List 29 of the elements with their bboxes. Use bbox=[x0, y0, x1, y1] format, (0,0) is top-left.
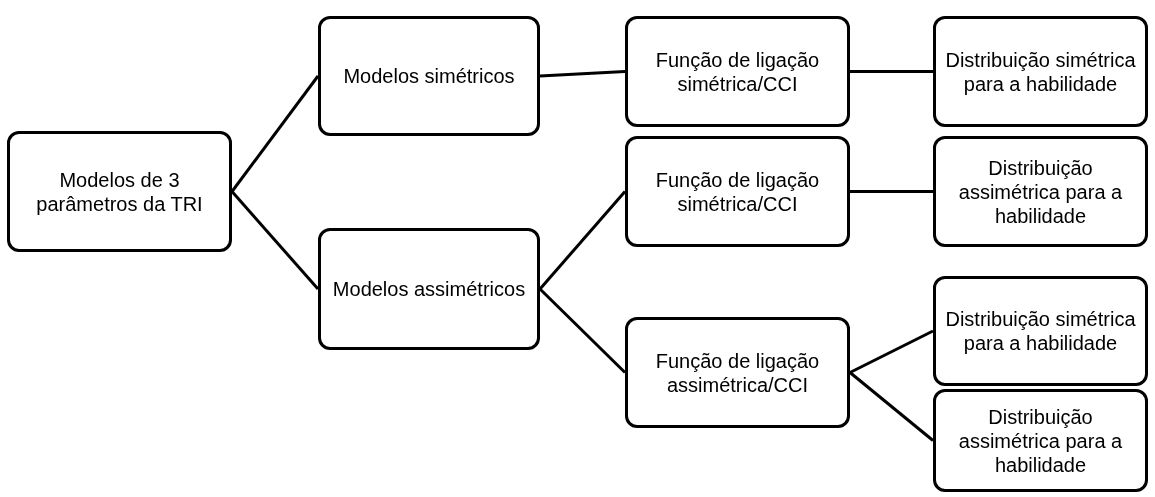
process-box bbox=[933, 389, 1148, 492]
connector-line bbox=[538, 287, 627, 374]
process-box bbox=[318, 16, 540, 136]
process-box bbox=[933, 276, 1148, 386]
connector-line bbox=[230, 190, 320, 290]
box-label: Modelos de 3 parâmetros da TRI bbox=[35, 167, 204, 216]
box-label: Função de ligação simétrica/CCI bbox=[654, 47, 821, 96]
process-box bbox=[625, 136, 850, 247]
connector-line bbox=[538, 190, 627, 290]
box-label: Modelos simétricos bbox=[343, 64, 515, 88]
box-label: Distribuição assimétrica para a habilidade bbox=[957, 404, 1124, 477]
process-box bbox=[625, 16, 850, 127]
box-label: Distribuição simétrica para a habilidade bbox=[944, 307, 1137, 355]
process-box bbox=[318, 228, 540, 350]
connector-line bbox=[230, 75, 320, 193]
connector-line bbox=[849, 329, 934, 374]
connector-line bbox=[850, 190, 933, 193]
box-label: Distribuição simétrica para a habilidade bbox=[944, 47, 1137, 96]
process-box bbox=[933, 16, 1148, 127]
connector-line bbox=[539, 70, 626, 78]
process-box bbox=[7, 131, 232, 252]
process-box bbox=[625, 317, 850, 428]
box-label: Função de ligação assimétrica/CCI bbox=[654, 348, 821, 397]
box-label: Distribuição assimétrica para a habilidade bbox=[957, 155, 1124, 228]
connector-line bbox=[850, 70, 933, 73]
connector-line bbox=[849, 371, 934, 442]
box-label: Função de ligação simétrica/CCI bbox=[654, 167, 821, 216]
box-label: Modelos assimétricos bbox=[332, 277, 526, 301]
process-box bbox=[933, 136, 1148, 247]
